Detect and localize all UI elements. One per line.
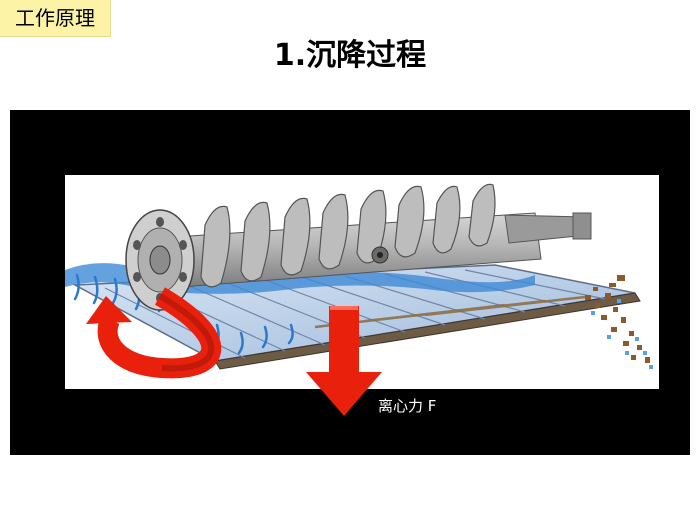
page-title: 1.沉降过程 [273, 38, 427, 73]
discharged-solids [585, 275, 650, 363]
decanter-drawing [65, 183, 653, 370]
diagram-frame: 离心力 F [10, 110, 690, 455]
section-tag: 工作原理 [0, 0, 111, 37]
discharged-water [591, 299, 653, 369]
force-label: 离心力 F [378, 397, 437, 415]
screw-hub [125, 209, 195, 311]
screw-conveyor [174, 183, 592, 288]
decanter-illustration [65, 175, 659, 389]
